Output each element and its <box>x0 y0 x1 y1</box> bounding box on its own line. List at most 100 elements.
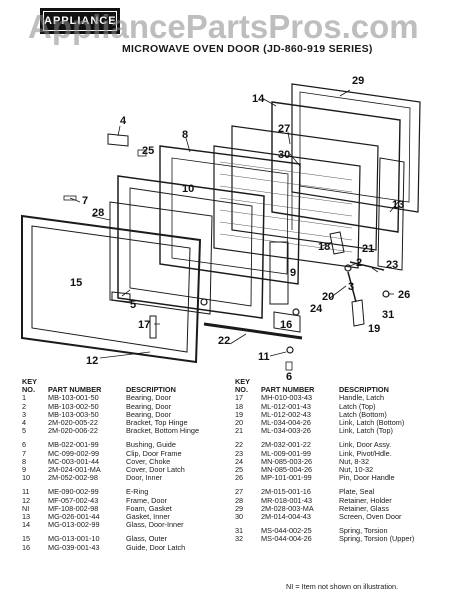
part-9-cover-door-latch <box>269 241 289 305</box>
part-number: MP-101-001-99 <box>261 473 312 483</box>
callout-9: 9 <box>290 267 296 279</box>
callout-20: 20 <box>322 291 334 303</box>
part-4-bracket-top-hinge <box>107 133 129 147</box>
part-17-handle-latch <box>149 315 157 339</box>
part-20-link-latch-bottom <box>347 271 357 303</box>
part-description: Link, Latch (Bottom) <box>339 418 405 428</box>
callout-13: 13 <box>392 199 404 211</box>
callout-4: 4 <box>120 115 127 127</box>
part-description: Retainer, Holder <box>339 495 392 505</box>
callout-21: 21 <box>362 243 374 255</box>
callout-29: 29 <box>352 75 364 87</box>
part-key: 19 <box>235 409 244 419</box>
part-key: 23 <box>235 448 244 458</box>
part-number: MB-103-003-50 <box>48 409 99 419</box>
callout-28: 28 <box>92 207 104 219</box>
part-description: E-Ring <box>126 487 149 497</box>
part-12-frame-door <box>21 214 202 364</box>
part-description: Glass, Outer <box>126 534 167 544</box>
part-key: 3 <box>22 409 27 419</box>
header-description: DESCRIPTION <box>126 385 176 395</box>
part-number: MF-108-002-98 <box>48 503 99 513</box>
part-22-link-door-assy <box>203 322 303 340</box>
part-key: 30 <box>235 512 244 522</box>
part-key: 16 <box>22 542 31 552</box>
callout-22: 22 <box>218 335 230 347</box>
part-16-guide-door-latch <box>273 311 301 333</box>
part-key: 18 <box>235 401 244 411</box>
callout-16: 16 <box>280 319 292 331</box>
callout-18: 18 <box>318 241 330 253</box>
callout-27: 27 <box>278 123 290 135</box>
part-number: MG-013-002-99 <box>48 520 100 530</box>
callout-26: 26 <box>398 289 410 301</box>
part-description: Spring, Torsion <box>339 526 388 536</box>
part-key: 21 <box>235 426 244 436</box>
part-27-plate-seal <box>231 125 379 251</box>
part-number: MC-099-002-99 <box>48 448 100 458</box>
part-number: 2M-032-001-22 <box>261 440 311 450</box>
part-number: MB-103-001-50 <box>48 393 99 403</box>
part-description: Foam, Gasket <box>126 503 172 513</box>
callout-25: 25 <box>142 145 154 157</box>
part-key: 11 <box>22 487 30 497</box>
part-key: 4 <box>22 418 27 428</box>
part-number: 2M-020-006-22 <box>48 426 98 436</box>
callout-31: 31 <box>382 309 394 321</box>
part-5-bracket-bottom-hinge <box>111 291 131 303</box>
part-description: Clip, Door Frame <box>126 448 182 458</box>
part-description: Gasket, Inner <box>126 512 170 522</box>
header-part-number: PART NUMBER <box>48 385 102 395</box>
part-description: Latch (Bottom) <box>339 409 387 419</box>
part-description: Nut, 8-32 <box>339 456 370 466</box>
callout-12: 12 <box>86 355 98 367</box>
part-key: 26 <box>235 473 244 483</box>
part-number: MF-057-002-43 <box>48 495 99 505</box>
part-7-clip <box>63 195 77 201</box>
part-number: MN-085-003-26 <box>261 456 313 466</box>
part-number: ML-034-003-26 <box>261 426 311 436</box>
part-key: 20 <box>235 418 244 428</box>
part-description: Bracket, Bottom Hinge <box>126 426 200 436</box>
part-description: Screen, Oven Door <box>339 512 402 522</box>
table-row: 16 MG-039-001-43 Guide, Door Latch <box>22 542 199 552</box>
part-24-nut <box>292 308 300 316</box>
part-28-retainer-holder <box>109 201 213 315</box>
part-key: 6 <box>22 440 27 450</box>
part-description: Retainer, Glass <box>339 503 389 513</box>
part-description: Nut, 10-32 <box>339 465 374 475</box>
part-description: Door, Inner <box>126 473 163 483</box>
callout-23: 23 <box>386 259 398 271</box>
callout-30: 30 <box>278 149 290 161</box>
part-key: 13 <box>22 512 31 522</box>
part-description: Bearing, Door <box>126 401 172 411</box>
part-number: 2M-014-004-43 <box>261 512 311 522</box>
part-description: Guide, Door Latch <box>126 542 186 552</box>
part-number: MG-039-001-43 <box>48 542 100 552</box>
part-number: MS-044-004-26 <box>261 534 312 544</box>
part-description: Link, Latch (Top) <box>339 426 393 436</box>
part-number: MN-085-004-26 <box>261 465 313 475</box>
part-number: MG-026-001-44 <box>48 512 100 522</box>
callout-19: 19 <box>368 323 380 335</box>
part-number: MG-013-001-10 <box>48 534 100 544</box>
part-key: 1 <box>22 393 27 403</box>
part-key: 12 <box>22 495 31 505</box>
table-row: 19 ML-012-002-43 Latch (Bottom) <box>235 409 414 419</box>
header-description: DESCRIPTION <box>339 385 389 395</box>
part-description: Handle, Latch <box>339 393 385 403</box>
part-number: ML-012-002-43 <box>261 409 311 419</box>
watermark: AppliancePartsPros.com <box>28 8 419 45</box>
diagram-title: MICROWAVE OVEN DOOR (JD-860-919 SERIES) <box>122 43 373 55</box>
part-key: 32 <box>235 534 244 544</box>
part-number: 2M-015-001-16 <box>261 487 311 497</box>
